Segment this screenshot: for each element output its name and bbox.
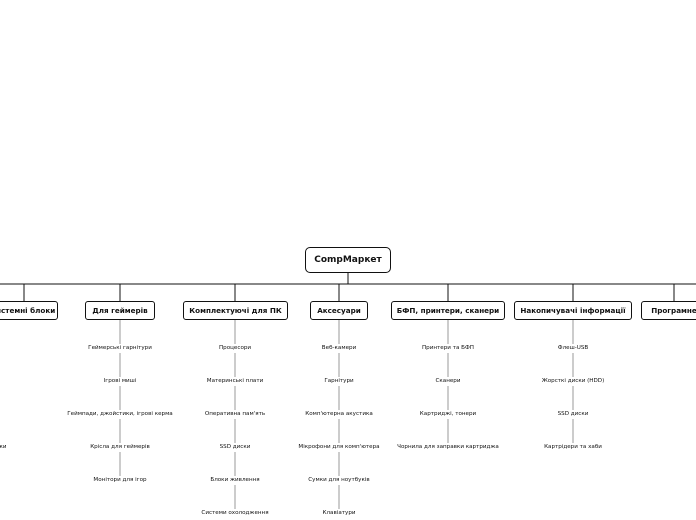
leaf-system-units-4[interactable]: ки bbox=[0, 443, 8, 451]
leaf-components-4[interactable]: SSD диски bbox=[218, 443, 252, 451]
leaf-components-2[interactable]: Материнські плати bbox=[205, 377, 265, 385]
leaf-accessories-1[interactable]: Веб-камери bbox=[320, 344, 358, 352]
leaf-storage-2[interactable]: Жорсткі диски (HDD) bbox=[540, 377, 606, 385]
leaf-components-6[interactable]: Системи охолодження bbox=[200, 509, 270, 517]
leaf-accessories-2[interactable]: Гарнітури bbox=[323, 377, 355, 385]
leaf-components-3[interactable]: Оперативна пам'ять bbox=[203, 410, 267, 418]
leaf-printers-4[interactable]: Чорнила для заправки картриджа bbox=[396, 443, 500, 451]
leaf-accessories-6[interactable]: Клавіатури bbox=[321, 509, 357, 517]
root-node[interactable]: CompМаркет bbox=[305, 247, 391, 273]
leaf-components-5[interactable]: Блоки живлення bbox=[209, 476, 261, 484]
leaf-components-1[interactable]: Процесори bbox=[217, 344, 253, 352]
category-system-units[interactable]: Системні блоки bbox=[0, 301, 58, 320]
category-pc-components[interactable]: Комплектуючі для ПК bbox=[183, 301, 288, 320]
leaf-accessories-3[interactable]: Комп'ютерна акустика bbox=[304, 410, 374, 418]
leaf-gamers-4[interactable]: Крісла для геймерів bbox=[89, 443, 151, 451]
category-printers[interactable]: БФП, принтери, сканери bbox=[391, 301, 505, 320]
leaf-accessories-4[interactable]: Мікрофони для комп'ютера bbox=[297, 443, 381, 451]
category-storage[interactable]: Накопичувачі інформації bbox=[514, 301, 632, 320]
leaf-storage-4[interactable]: Картрідери та хаби bbox=[543, 443, 603, 451]
category-gamers[interactable]: Для геймерів bbox=[85, 301, 155, 320]
leaf-storage-3[interactable]: SSD диски bbox=[556, 410, 590, 418]
leaf-printers-1[interactable]: Принтери та БФП bbox=[420, 344, 476, 352]
leaf-storage-1[interactable]: Флеш-USB bbox=[556, 344, 590, 352]
leaf-gamers-1[interactable]: Геймерські гарнітури bbox=[87, 344, 153, 352]
leaf-accessories-5[interactable]: Сумки для ноутбуків bbox=[307, 476, 371, 484]
leaf-printers-3[interactable]: Картриджі, тонери bbox=[418, 410, 478, 418]
category-accessories[interactable]: Аксесуари bbox=[310, 301, 368, 320]
category-software[interactable]: Програмне bbox=[641, 301, 696, 320]
leaf-gamers-5[interactable]: Монітори для ігор bbox=[92, 476, 148, 484]
leaf-gamers-3[interactable]: Геймпади, джойстики, ігрові керма bbox=[66, 410, 174, 418]
leaf-gamers-2[interactable]: Ігрові миші bbox=[102, 377, 138, 385]
leaf-printers-2[interactable]: Сканери bbox=[434, 377, 462, 385]
